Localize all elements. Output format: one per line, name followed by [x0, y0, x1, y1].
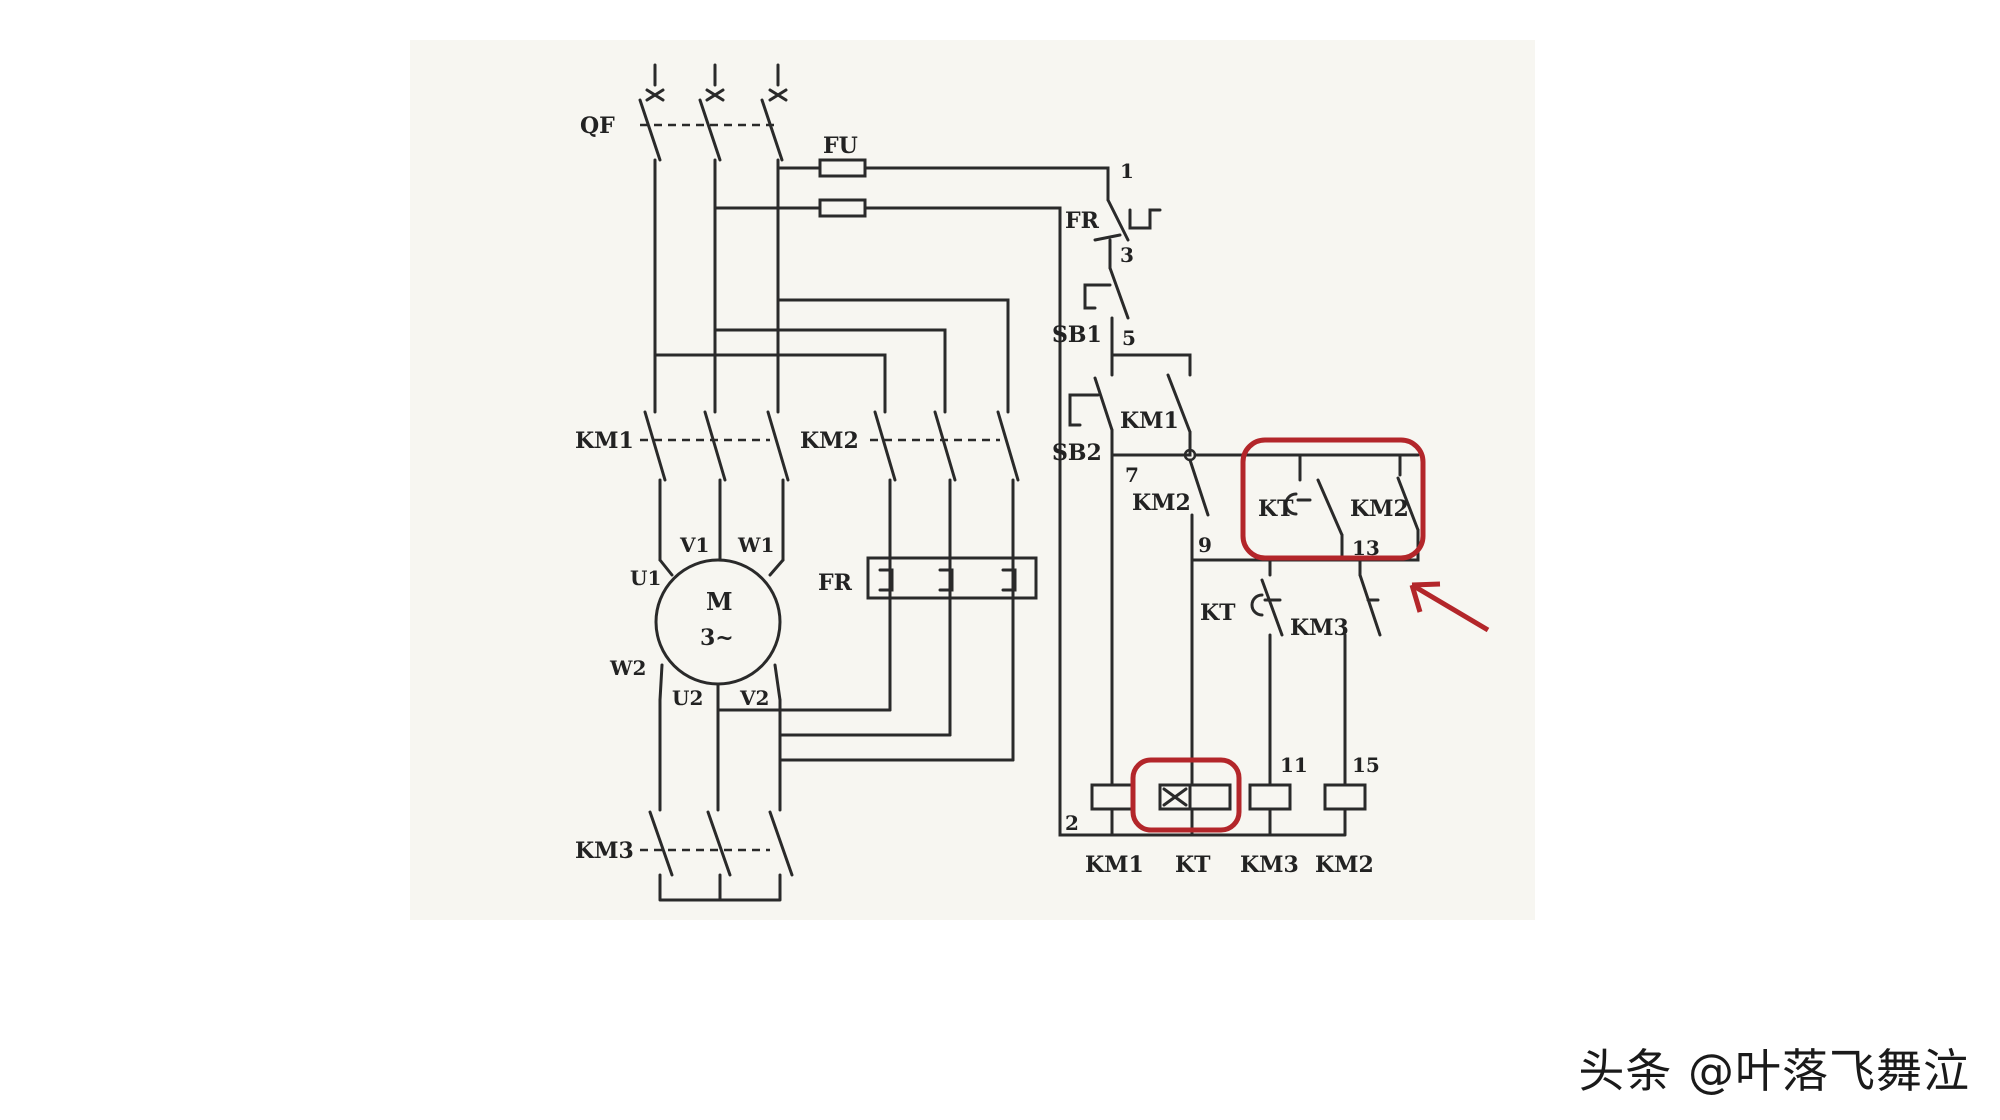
label-kt-no: KT — [1258, 496, 1294, 522]
terminal-v2: V2 — [739, 686, 769, 710]
node-5: 5 — [1122, 326, 1136, 350]
motor-m — [654, 558, 785, 702]
node-7: 7 — [1125, 463, 1139, 487]
terminal-v1: V1 — [679, 533, 709, 557]
label-fu: FU — [823, 133, 858, 159]
motor-type: 3~ — [700, 625, 734, 651]
diagram-scan-background — [410, 40, 1535, 920]
km2-holding-contact — [1396, 453, 1420, 532]
main-power-circuit: QF FU KM1 KM2 — [575, 63, 1110, 902]
kt-nc-timed-contact — [1250, 558, 1284, 787]
coil-label-kt: KT — [1175, 852, 1211, 878]
node-15: 15 — [1352, 753, 1380, 777]
terminal-u2: U2 — [672, 686, 703, 710]
motor-name: M — [706, 587, 733, 616]
highlight-annotations — [1130, 437, 1490, 833]
label-sb1: SB1 — [1052, 322, 1102, 348]
label-km2: KM2 — [800, 428, 859, 454]
label-sb2: SB2 — [1052, 440, 1102, 466]
watermark-text: 头条 @叶落飞舞泣 — [1578, 1044, 1970, 1098]
node-3: 3 — [1120, 243, 1134, 267]
kt-no-timed-contact — [1284, 453, 1344, 537]
label-km3-nc: KM3 — [1290, 615, 1349, 641]
stop-button-sb1 — [1083, 266, 1130, 320]
km3-nc-contact — [1358, 573, 1382, 637]
contactor-km2-main-contacts — [870, 398, 1020, 762]
label-km1: KM1 — [575, 428, 634, 454]
label-fr-power: FR — [818, 570, 853, 596]
label-km2-hold: KM2 — [1350, 496, 1409, 522]
node-9: 9 — [1198, 533, 1212, 557]
label-km1-hold: KM1 — [1120, 408, 1179, 434]
overload-relay-fr — [866, 556, 1038, 600]
label-km2-nc: KM2 — [1132, 490, 1191, 516]
terminal-u1: U1 — [630, 566, 661, 590]
arrow-annotation — [1409, 581, 1490, 633]
fr-nc-contact — [1093, 198, 1162, 242]
contactor-km1-main-contacts — [640, 398, 790, 562]
control-circuit: 1 FR 3 SB1 5 SB2 KM1 7 — [1052, 159, 1420, 878]
label-kt-nc: KT — [1200, 600, 1236, 626]
coil-label-km3: KM3 — [1240, 852, 1299, 878]
node-1: 1 — [1120, 159, 1134, 183]
terminal-w1: W1 — [737, 533, 774, 557]
node-11: 11 — [1280, 753, 1308, 777]
highlight-box-kt-km2-contacts — [1240, 437, 1426, 561]
fuse-fu-symbol — [818, 158, 867, 218]
highlight-box-kt-coil — [1130, 757, 1242, 833]
breaker-qf-symbol — [638, 63, 788, 402]
label-qf: QF — [580, 113, 615, 139]
coil-label-km1: KM1 — [1085, 852, 1144, 878]
km1-holding-contact — [1166, 373, 1192, 434]
terminal-w2: W2 — [609, 656, 646, 680]
km2-nc-contact — [1188, 458, 1210, 517]
label-fr-control: FR — [1065, 208, 1100, 234]
start-button-sb2 — [1068, 376, 1114, 432]
coil-label-km2: KM2 — [1315, 852, 1374, 878]
label-km3: KM3 — [575, 838, 634, 864]
node-2: 2 — [1065, 811, 1079, 835]
contactor-km3-star-contacts — [640, 810, 794, 902]
